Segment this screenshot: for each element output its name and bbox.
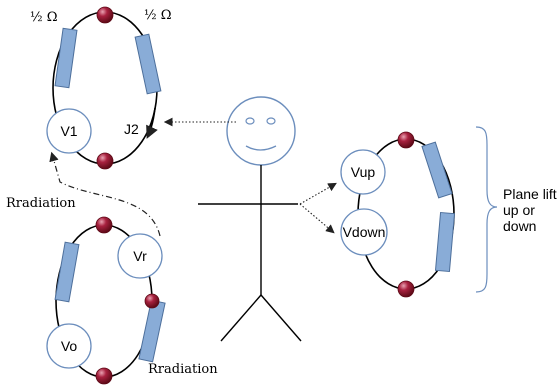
resistor-right-lower [434,211,456,273]
circuit-bottom-left: Vr Vo Rradiation Rradiation [6,196,218,385]
node-top-left-top [96,6,114,24]
resistor-top-right [134,33,162,95]
plane-note-line3: down [503,218,536,234]
source-vo [46,323,92,369]
source-vup [340,149,386,195]
source-v1 [46,108,92,154]
current-j2-arrow [146,107,158,139]
resistor-top-left [54,27,78,89]
node-top-left-bottom [96,152,114,170]
figure-head [226,96,296,166]
feedback-arrow-vr-to-v1 [49,151,161,237]
hand-to-vdown-arrow [299,203,335,234]
circuit-top-left: V1 ½ Ω ½ Ω J2 [30,6,172,170]
curly-brace [475,126,498,293]
radiation-lower-label: Rradiation [148,362,218,377]
source-vr [117,233,163,279]
source-vr-label: Vr [133,248,147,264]
figure-mouth [245,145,277,151]
stick-figure [198,96,302,342]
node-bottom-left-bottom [95,367,113,385]
hand-to-vup-arrow [299,182,337,205]
figure-eye-right [266,117,276,125]
current-j2-label: J2 [124,121,139,137]
source-vo-label: Vo [61,338,78,354]
resistor-label-right: ½ Ω [144,8,172,23]
plane-note-line2: up or [503,202,535,218]
source-v1-label: V1 [60,123,77,139]
resistor-bottom-left [54,241,80,303]
node-bottom-left-right [144,293,160,309]
source-vdown-label: Vdown [343,224,386,240]
node-bottom-left-top [95,216,113,234]
figure-eye-left [245,117,255,125]
source-vdown [340,208,388,256]
resistor-bottom-right [138,299,166,363]
node-right-bottom [397,280,415,298]
circuit-right: Vup Vdown [340,131,456,298]
plane-note-line1: Plane lift [503,186,557,202]
resistor-label-left: ½ Ω [30,10,58,25]
figure-leg-left [220,294,262,342]
resistor-right-upper [421,141,453,199]
node-right-top [397,131,415,149]
figure-leg-right [260,294,302,342]
source-vup-label: Vup [351,164,376,180]
radiation-upper-label: Rradiation [6,196,76,211]
